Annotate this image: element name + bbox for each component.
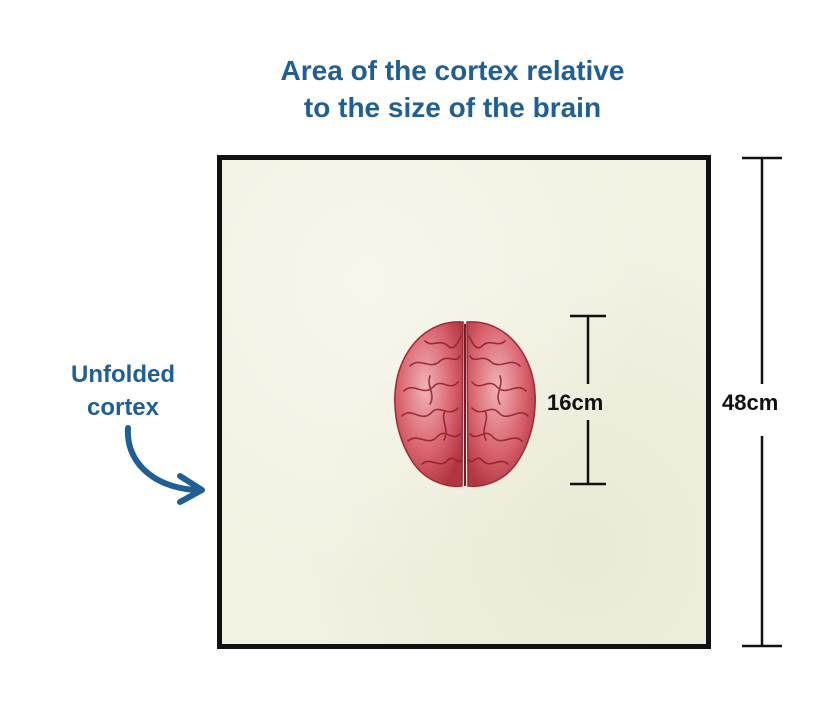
side-label-line-1: Unfolded: [71, 361, 175, 388]
sheet-size-label: 48cm: [722, 390, 779, 416]
brain-size-label: 16cm: [547, 390, 604, 415]
unfolded-cortex-label: Unfolded cortex: [48, 358, 198, 424]
title-line-1: Area of the cortex relative: [280, 55, 625, 86]
sheet-dimension-bracket: [742, 156, 782, 648]
brain-illustration: [394, 321, 536, 488]
left-hemisphere: [394, 321, 464, 488]
brain-dimension-bracket: [570, 314, 606, 486]
title-line-2: to the size of the brain: [303, 92, 602, 123]
curved-arrow-icon: [124, 425, 205, 505]
right-hemisphere: [466, 321, 536, 488]
diagram-title: Area of the cortex relative to the size …: [0, 52, 835, 126]
side-label-line-2: cortex: [86, 394, 160, 421]
